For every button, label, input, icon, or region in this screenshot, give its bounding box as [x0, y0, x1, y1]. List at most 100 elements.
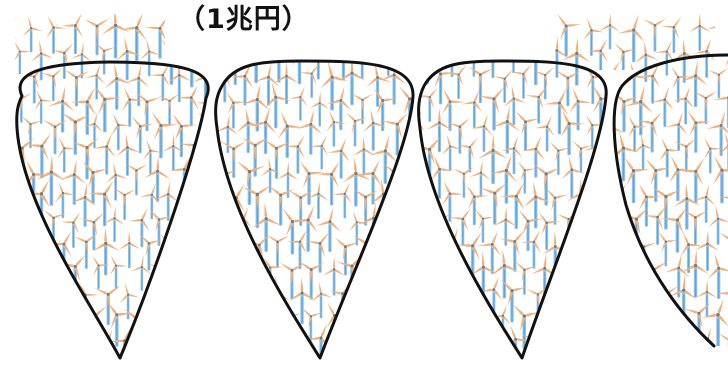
wind-turbine-icon [6, 232, 28, 273]
wind-turbine-icon [634, 279, 661, 324]
wind-turbine-icon [139, 39, 161, 76]
wind-turbine-icon [478, 134, 508, 184]
wind-turbine-icon [160, 329, 179, 363]
wind-turbine-icon [263, 324, 289, 368]
wind-turbine-icon [359, 11, 386, 58]
wind-turbine-icon [167, 259, 197, 302]
wind-turbine-icon [310, 135, 329, 170]
wind-turbine-icon [195, 206, 216, 242]
wind-turbine-icon [45, 15, 67, 54]
wind-turbine-icon [57, 326, 79, 363]
wind-turbine-icon [199, 233, 221, 266]
wind-turbine-icon [695, 230, 720, 271]
wind-turbine-icon [0, 17, 17, 53]
wind-turbine-icon [622, 260, 646, 297]
wind-turbine-icon [688, 13, 711, 51]
wind-turbine-icon [529, 15, 555, 63]
wind-turbine-icon [658, 231, 679, 266]
wind-turbine-icon [188, 304, 214, 342]
wind-turbine-icon [322, 19, 347, 55]
wind-turbine-icon [0, 159, 24, 203]
wind-turbine-icon [655, 325, 683, 368]
wind-turbine-icon [34, 89, 53, 124]
wind-turbine-icon [281, 207, 309, 254]
wind-turbine-icon [410, 279, 437, 322]
wind-turbine-icon [387, 304, 412, 340]
wind-turbine-icon [223, 329, 245, 368]
wind-turbine-icon [0, 252, 18, 295]
wind-turbine-icon [439, 41, 463, 78]
wind-turbine-icon [10, 183, 33, 223]
wind-turbine-icon [591, 227, 615, 270]
wind-turbine-icon [610, 236, 632, 270]
wind-turbine-icon [599, 13, 621, 49]
teardrop-outline-1 [17, 62, 208, 358]
wind-turbine-icon [64, 68, 90, 106]
wind-turbine-icon [352, 322, 381, 368]
wind-turbine-icon [366, 300, 392, 346]
wind-turbine-icon [210, 62, 234, 103]
wind-turbine-icon [722, 39, 728, 84]
wind-turbine-icon [446, 64, 467, 99]
wind-turbine-icon [643, 17, 667, 51]
wind-turbine-icon [21, 210, 42, 249]
wind-turbine-icon [40, 306, 64, 342]
wind-turbine-icon [31, 281, 56, 318]
wind-turbine-icon [236, 254, 262, 298]
wind-turbine-icon [292, 205, 319, 252]
wind-turbine-icon [393, 230, 416, 271]
wind-turbine-icon [708, 67, 728, 98]
wind-turbine-icon [416, 238, 438, 271]
wind-turbine-icon [91, 255, 110, 289]
wind-turbine-icon [220, 140, 246, 178]
wind-turbine-icon [405, 311, 427, 342]
wind-turbine-icon [346, 303, 372, 349]
wind-turbine-icon [29, 235, 51, 267]
wind-turbine-icon [512, 21, 539, 60]
wind-turbine-icon [373, 331, 393, 366]
wind-turbine-icon [311, 281, 333, 318]
wind-turbine-icon [203, 185, 227, 228]
wind-turbine-icon [30, 40, 54, 80]
wind-turbine-icon [416, 324, 445, 368]
wind-turbine-icon [439, 331, 468, 368]
wind-turbine-icon [10, 330, 31, 367]
wind-turbine-icon [289, 86, 309, 121]
wind-turbine-icon [576, 253, 604, 297]
wind-turbine-icon [718, 231, 728, 273]
wind-turbine-icon [501, 136, 524, 175]
wind-turbine-icon [203, 282, 225, 315]
wind-turbine-icon [413, 43, 439, 84]
wind-turbine-icon [492, 105, 521, 153]
wind-turbine-icon [546, 327, 573, 368]
wind-turbine-icon [462, 41, 483, 77]
wind-turbine-icon [332, 182, 352, 218]
wind-turbine-icon [222, 230, 248, 277]
wind-turbine-icon [263, 257, 283, 293]
wind-turbine-icon [413, 136, 442, 182]
wind-turbine-icon [28, 327, 53, 368]
wind-turbine-icon [672, 328, 696, 368]
wind-turbine-icon [712, 155, 728, 203]
wind-turbine-icon [147, 302, 169, 339]
wind-turbine-icon [707, 206, 728, 245]
wind-turbine-icon [325, 110, 346, 147]
wind-turbine-icon [661, 16, 682, 53]
wind-turbine-icon [673, 86, 695, 125]
wind-turbine-icon [545, 187, 569, 225]
wind-turbine-icon [571, 329, 590, 364]
wind-turbine-icon [53, 280, 77, 315]
wind-turbine-icon [93, 133, 117, 175]
wind-turbine-icon [208, 301, 231, 343]
wind-turbine-icon [13, 41, 32, 75]
wind-turbine-icon [161, 280, 184, 321]
wind-turbine-icon [643, 305, 665, 342]
wind-turbine-icon [635, 331, 657, 367]
wind-turbine-icon [479, 331, 508, 368]
wind-turbine-icon [617, 306, 643, 344]
wind-turbine-icon [601, 252, 623, 292]
wind-turbine-icon [470, 21, 490, 54]
wind-turbine-icon [70, 42, 92, 78]
wind-turbine-icon [9, 284, 30, 316]
